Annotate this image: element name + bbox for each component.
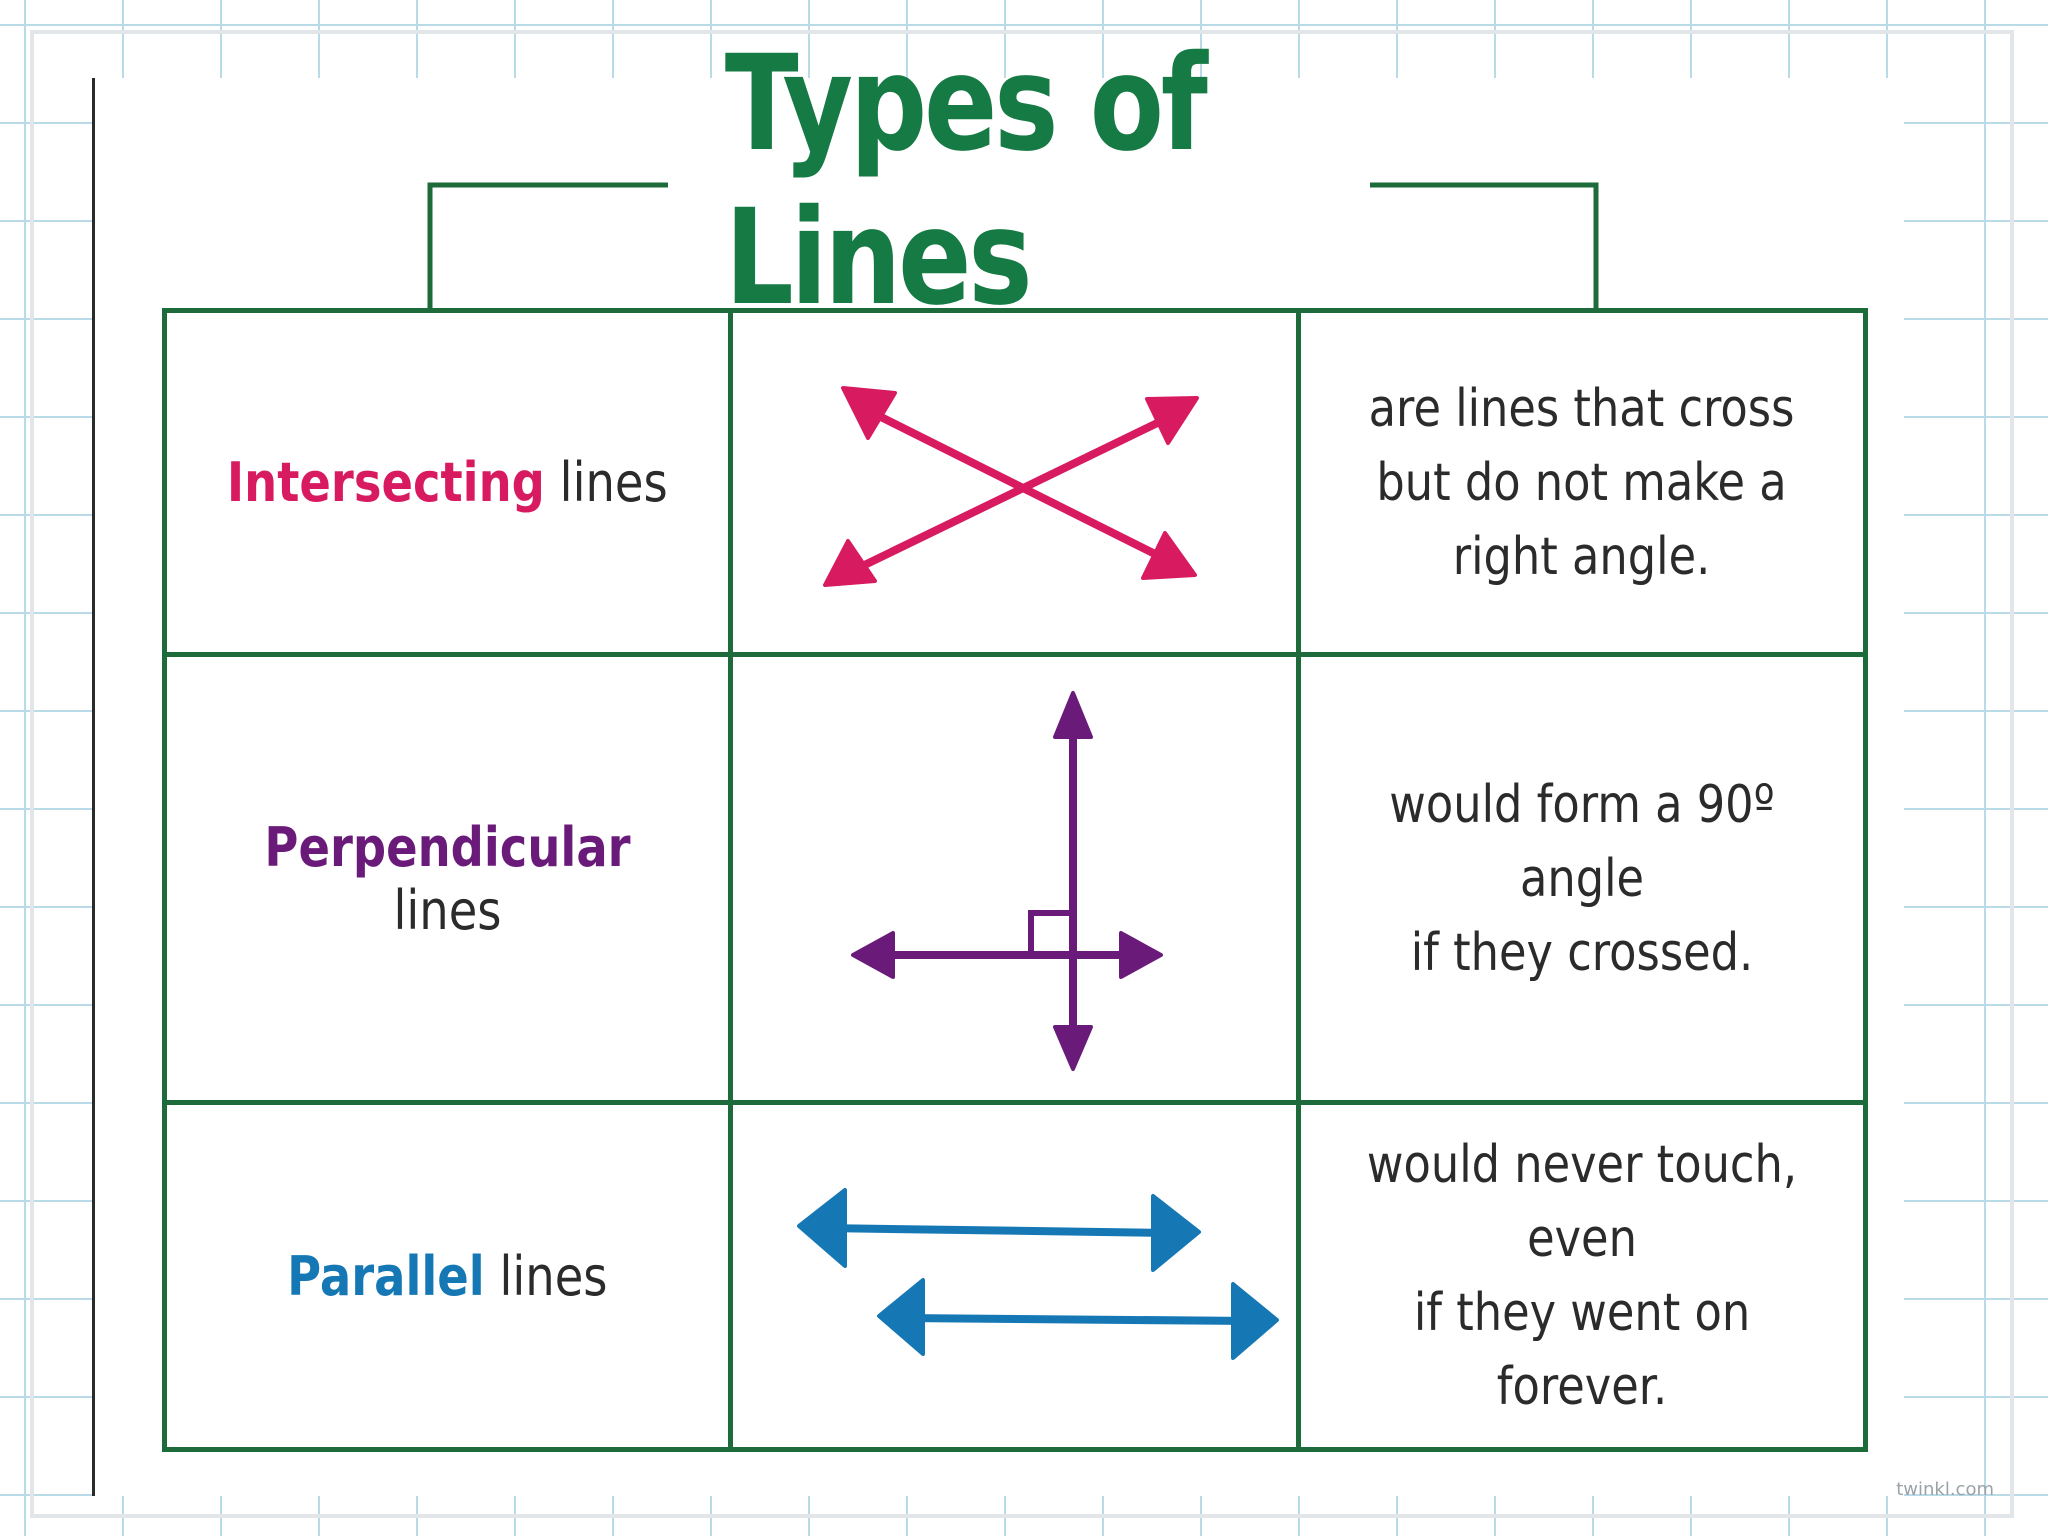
term-suffix: lines: [393, 878, 502, 942]
perpendicular-lines-icon: [851, 691, 1163, 1071]
page-frame: [30, 30, 2014, 1518]
parallel-lines-icon: [797, 1187, 1279, 1360]
term-keyword: Parallel: [287, 1244, 485, 1308]
term-description: are lines that cross but do not make a r…: [1369, 378, 1795, 587]
term-keyword: Intersecting: [227, 451, 546, 514]
term-description: would never touch, even if they went on …: [1366, 1135, 1798, 1417]
intersecting-lines-icon: [823, 386, 1199, 587]
lines-table: Intersecting lines are lines that cross …: [162, 308, 1868, 1452]
watermark: twinkl.com: [1896, 1479, 1994, 1500]
table-cell-diagram: [733, 657, 1301, 1105]
term-keyword: Perpendicular: [264, 815, 631, 879]
term-description: would form a 90º angle if they crossed.: [1389, 774, 1775, 983]
table-cell-description: would form a 90º angle if they crossed.: [1301, 657, 1863, 1105]
term-label: Parallel lines: [287, 1245, 607, 1308]
table-cell-term: Parallel lines: [167, 1105, 733, 1447]
table-cell-term: Perpendicular lines: [167, 657, 733, 1105]
term-suffix: lines: [545, 451, 668, 514]
page-title: Types of Lines: [724, 27, 1316, 335]
table-cell-description: would never touch, even if they went on …: [1301, 1105, 1863, 1447]
margin-line: [92, 78, 95, 1496]
table-cell-description: are lines that cross but do not make a r…: [1301, 313, 1863, 657]
worksheet: [92, 78, 1904, 1496]
table-cell-term: Intersecting lines: [167, 313, 733, 657]
term-label: Perpendicular lines: [206, 816, 688, 942]
term-label: Intersecting lines: [227, 451, 668, 514]
table-cell-diagram: [733, 313, 1301, 657]
term-suffix: lines: [484, 1244, 608, 1308]
table-cell-diagram: [733, 1105, 1301, 1447]
